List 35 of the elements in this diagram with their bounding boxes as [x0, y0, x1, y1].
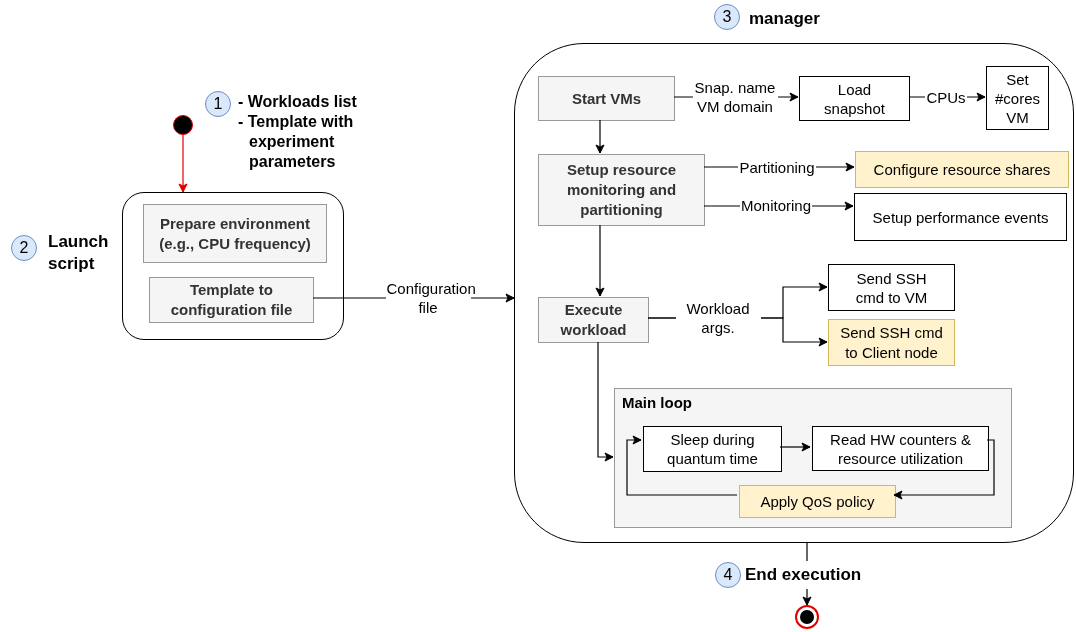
- group-heading: manager: [749, 8, 820, 30]
- end-node: [795, 605, 819, 629]
- step-number-badge: 4: [715, 562, 741, 588]
- start-node: [173, 115, 193, 135]
- process-box: Read HW counters & resource utilization: [812, 426, 989, 471]
- highlighted-process-box: Configure resource shares: [855, 151, 1069, 188]
- arrow: [595, 224, 605, 297]
- arrow: [779, 442, 811, 452]
- loop-frame: [614, 388, 1012, 528]
- arrow: [595, 119, 605, 154]
- arrow: [626, 435, 738, 496]
- arrow: [178, 134, 188, 193]
- step-number-badge: 3: [714, 4, 740, 30]
- step-heading: End execution: [745, 561, 885, 589]
- input-note: - Template with experiment parameters: [238, 112, 355, 172]
- loop-heading: Main loop: [622, 393, 692, 413]
- process-box: Prepare environment (e.g., CPU frequency): [143, 204, 327, 263]
- group-heading: Launch script: [48, 231, 110, 275]
- input-note: - Workloads list: [238, 92, 358, 112]
- arrow: [597, 341, 614, 462]
- process-box: Execute workload: [538, 297, 649, 343]
- process-box: Setup resource monitoring and partitioning: [538, 154, 705, 226]
- arrow: [893, 439, 995, 500]
- arrow: [802, 588, 812, 606]
- highlighted-process-box: Apply QoS policy: [739, 485, 896, 518]
- process-box: Set #cores VM: [986, 66, 1049, 130]
- highlighted-process-box: Send SSH cmd to Client node: [828, 319, 955, 366]
- step-number-badge: 1: [205, 91, 231, 117]
- step-number-badge: 2: [11, 235, 37, 261]
- process-box: Load snapshot: [799, 76, 910, 121]
- process-box: Start VMs: [538, 76, 675, 121]
- process-box: Send SSH cmd to VM: [828, 264, 955, 311]
- process-box: Setup performance events: [854, 193, 1067, 241]
- process-box: Template to configuration file: [149, 277, 314, 323]
- process-box: Sleep during quantum time: [643, 426, 782, 472]
